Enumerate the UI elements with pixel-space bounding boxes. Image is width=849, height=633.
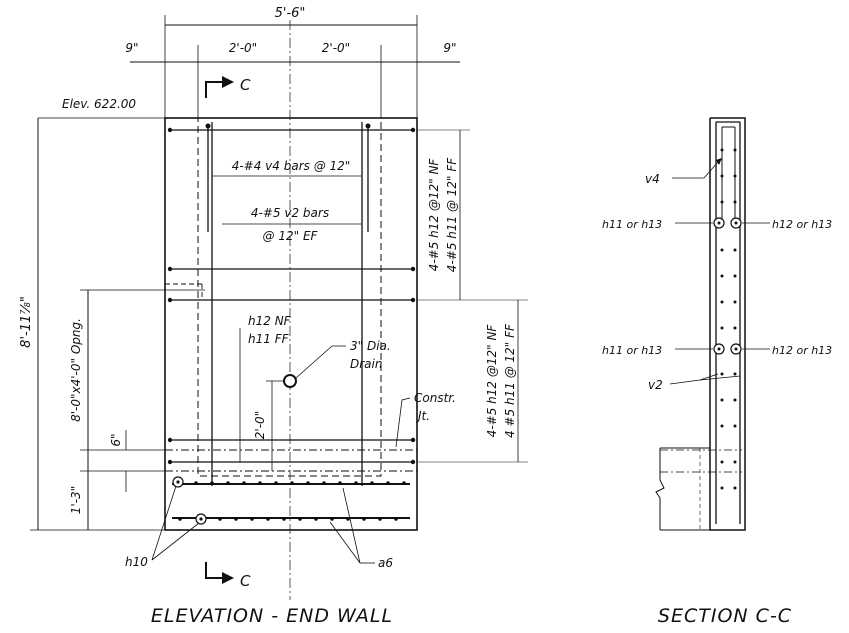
lower-nf-label: 4-#5 h12 @12" NF — [485, 324, 499, 438]
h11-ff-label: h11 FF — [248, 332, 290, 346]
v2-bars-spacing: @ 12" EF — [263, 229, 319, 243]
v2-bars-label: 4-#5 v2 bars — [251, 206, 329, 220]
section-h11-h13-top: h11 or h13 — [602, 218, 662, 231]
overall-width-dim: 5'-6" — [275, 6, 306, 21]
a6-label: a6 — [378, 556, 393, 570]
upper-nf-label: 4-#5 h12 @12" NF — [427, 158, 441, 272]
h12-nf-label: h12 NF — [248, 314, 292, 328]
v4-bars-label: 4-#4 v4 bars @ 12" — [232, 159, 351, 173]
section-mark-top: C — [240, 76, 251, 94]
constr-jt-label-2: Jt. — [416, 409, 430, 423]
section-cut-top — [205, 76, 234, 98]
two-ft-dim: 2'-0" — [253, 411, 267, 439]
lower-ff-label: 4 #5 h11 @ 12" FF — [503, 323, 517, 438]
elevation-title: ELEVATION - END WALL — [151, 605, 393, 627]
section-v4-label: v4 — [645, 172, 660, 186]
six-inch-dim: 6" — [109, 433, 123, 446]
section-v2-label: v2 — [648, 378, 663, 392]
right-edge-dim: 9" — [443, 41, 456, 55]
elevation-label: Elev. 622.00 — [62, 97, 136, 111]
drain-label-2: Drain — [350, 357, 382, 371]
section-mark-bottom: C — [240, 572, 251, 590]
one-three-dim: 1'-3" — [69, 486, 83, 514]
top-dimensions — [130, 15, 460, 600]
footing-bar-dots — [178, 481, 406, 521]
wall-height-dim: 8'-11⅞" — [19, 296, 34, 348]
left-height-dim-lines — [30, 118, 205, 531]
h10-label: h10 — [125, 555, 148, 569]
end-wall-elevation — [151, 117, 528, 564]
section-h11-h13-bot: h11 or h13 — [602, 344, 662, 357]
left-half-dim: 2'-0" — [229, 41, 257, 55]
opening-dim: 8'-0"x4'-0" Opng. — [69, 318, 83, 422]
section-h12-h13-bot: h12 or h13 — [772, 344, 832, 357]
section-cut-bottom — [205, 562, 234, 584]
section-c-c — [655, 117, 770, 531]
upper-ff-label: 4-#5 h11 @ 12" FF — [445, 157, 459, 272]
constr-jt-label: Constr. — [414, 391, 456, 405]
section-h12-h13-top: h12 or h13 — [772, 218, 832, 231]
drain-label: 3" Dia. — [350, 339, 391, 353]
right-half-dim: 2'-0" — [322, 41, 350, 55]
section-dots — [720, 148, 737, 490]
section-title: SECTION C-C — [658, 605, 792, 627]
left-edge-dim: 9" — [125, 41, 138, 55]
